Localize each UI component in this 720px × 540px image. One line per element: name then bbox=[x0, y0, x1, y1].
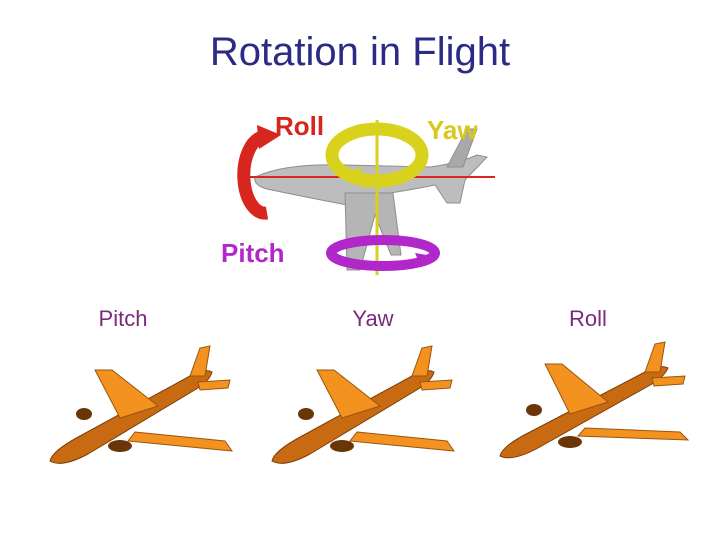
roll-arrow-icon bbox=[237, 125, 281, 220]
roll-airplane-icon bbox=[499, 341, 690, 459]
roll-label: Roll bbox=[569, 306, 607, 331]
pitch-arrow-icon bbox=[326, 235, 440, 271]
slide-title: Rotation in Flight bbox=[209, 30, 511, 74]
yaw-label: Yaw bbox=[352, 306, 394, 331]
yaw-arrow-icon bbox=[325, 120, 429, 275]
yaw-airplane-icon bbox=[271, 345, 456, 464]
pitch-label: Pitch bbox=[98, 306, 148, 331]
roll-axis-label: Roll bbox=[275, 111, 324, 141]
rotation-axes-diagram: Roll Yaw Pitch bbox=[221, 111, 495, 275]
yaw-axis-label: Yaw bbox=[427, 115, 478, 145]
pitch-axis-label: Pitch bbox=[221, 238, 285, 268]
pitch-airplane-icon bbox=[49, 345, 234, 464]
